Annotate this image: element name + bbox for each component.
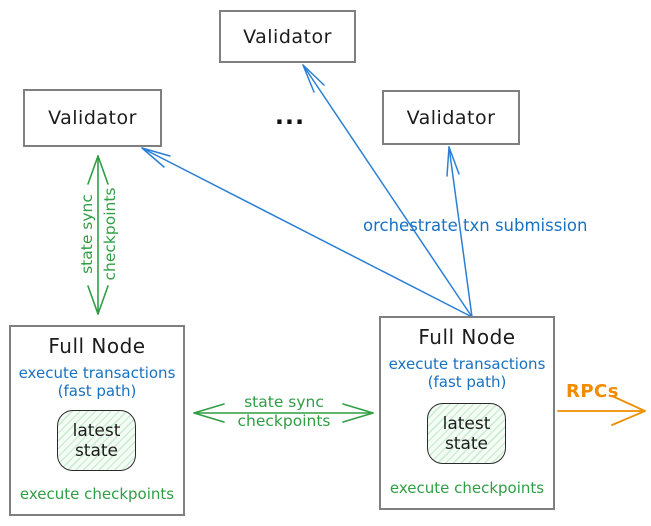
full-node-left-title: Full Node [48,334,146,358]
validator-box-top: Validator [219,10,356,63]
latest-state-box-left: latest state [57,410,136,471]
validator-box-right: Validator [382,90,520,145]
state-sync-vertical-label: state sync checkpoints [78,187,119,281]
rpcs-label: RPCs [566,381,619,402]
txn-submission-arrow-to-top-validator [302,64,473,318]
orchestrate-txn-submission-label: orchestrate txn submission [363,216,588,235]
validator-top-label: Validator [243,25,332,48]
state-sync-horizontal-arrow [193,403,374,423]
full-node-box-right: Full Node execute transactions (fast pat… [379,316,555,510]
validator-right-label: Validator [406,106,496,129]
latest-state-box-right: latest state [427,403,506,464]
rpcs-arrow [557,395,646,426]
full-node-left-execute-transactions: execute transactions (fast path) [18,364,176,400]
full-node-left-execute-checkpoints: execute checkpoints [19,485,175,503]
txn-submission-arrow-to-left-validator [141,147,473,318]
validators-ellipsis: ... [274,102,306,130]
full-node-right-title: Full Node [418,325,516,349]
full-node-right-execute-checkpoints: execute checkpoints [389,479,545,497]
validator-left-label: Validator [48,107,137,129]
txn-submission-arrow-to-right-validator [446,146,473,318]
full-node-right-execute-transactions: execute transactions (fast path) [388,355,546,391]
state-sync-vertical-arrow [87,155,109,315]
full-node-box-left: Full Node execute transactions (fast pat… [9,325,185,516]
validator-box-left: Validator [23,89,162,147]
state-sync-horizontal-label: state sync checkpoints [237,393,331,430]
